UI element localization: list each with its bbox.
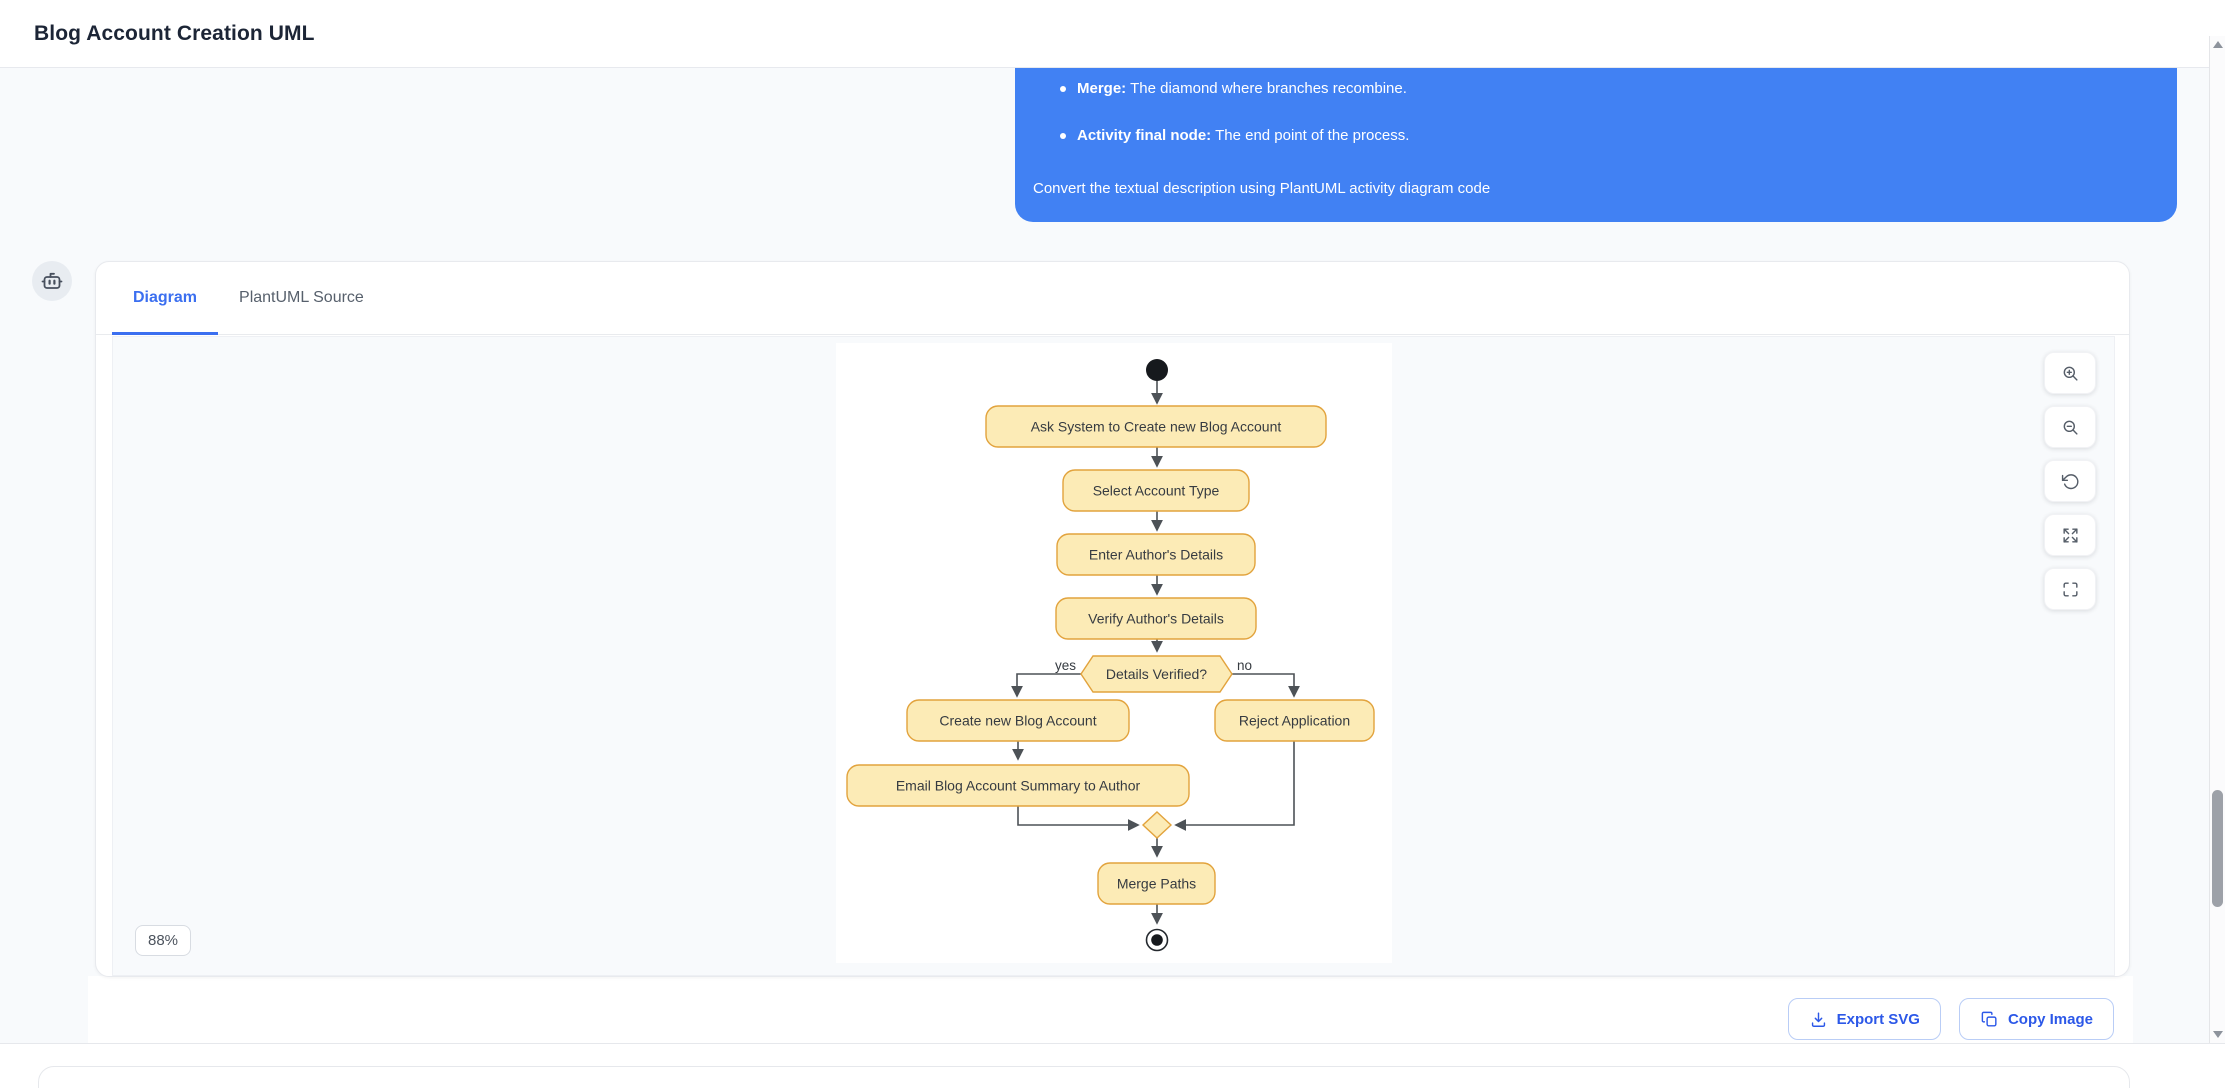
- activity-node: [906, 699, 1130, 742]
- tab-plantuml-source[interactable]: PlantUML Source: [239, 289, 364, 306]
- scroll-down-arrow-icon[interactable]: [2213, 1031, 2223, 1038]
- header-bar: Blog Account Creation UML: [0, 0, 2225, 68]
- node-label: Select Account Type: [1093, 483, 1220, 499]
- assistant-avatar: [32, 261, 72, 301]
- scrollbar[interactable]: [2209, 36, 2225, 1043]
- message-bullet-list: Merge: The diamond where branches recomb…: [1033, 78, 2159, 147]
- activity-node: [1214, 699, 1375, 742]
- activity-node: [846, 764, 1190, 807]
- diagram-canvas[interactable]: Ask System to Create new Blog Account Se…: [836, 343, 1392, 963]
- node-label: Email Blog Account Summary to Author: [896, 778, 1141, 794]
- tab-diagram[interactable]: Diagram: [112, 262, 219, 335]
- copy-image-button[interactable]: Copy Image: [1958, 998, 2114, 1040]
- message-footer-text: Convert the textual description using Pl…: [1033, 180, 1491, 197]
- zoom-in-button[interactable]: [2044, 352, 2096, 394]
- zoom-out-button[interactable]: [2044, 406, 2096, 448]
- bullet-text: The end point of the process.: [1211, 127, 1410, 144]
- activity-node: [1097, 862, 1216, 905]
- reset-view-button[interactable]: [2044, 460, 2096, 502]
- node-label: Enter Author's Details: [1089, 547, 1223, 563]
- edge: [1017, 806, 1140, 831]
- node-label: Reject Application: [1239, 713, 1350, 729]
- activity-node: [1062, 469, 1250, 512]
- user-message-bubble: Merge: The diamond where branches recomb…: [1015, 68, 2177, 222]
- fullscreen-button[interactable]: [2044, 568, 2096, 610]
- bullet-term: Merge:: [1077, 80, 1127, 97]
- magnifier-minus-icon: [2063, 420, 2078, 435]
- message-actions: Export SVG Copy Image: [1787, 998, 2114, 1040]
- bullet-term: Activity final node:: [1077, 127, 1212, 144]
- export-svg-label: Export SVG: [1836, 1010, 1920, 1028]
- magnifier-plus-icon: [2063, 366, 2078, 381]
- zoom-level-badge: 88%: [135, 925, 192, 956]
- edge-no: [1232, 673, 1300, 698]
- list-item: Merge: The diamond where branches recomb…: [1060, 78, 2159, 100]
- end-node-core: [1151, 934, 1163, 946]
- diagram-card: Diagram PlantUML Source: [95, 261, 2130, 977]
- list-item: Activity final node: The end point of th…: [1060, 125, 2159, 147]
- node-label: Ask System to Create new Blog Account: [1031, 419, 1282, 435]
- node-label: Verify Author's Details: [1088, 611, 1224, 627]
- decision-label: Details Verified?: [1106, 666, 1207, 682]
- scroll-up-arrow-icon[interactable]: [2213, 41, 2223, 48]
- page-title: Blog Account Creation UML: [34, 21, 315, 45]
- start-node: [1146, 359, 1168, 381]
- download-icon: [1811, 1011, 1825, 1027]
- activity-node: [985, 405, 1327, 448]
- copy-icon: [1981, 1011, 1997, 1027]
- rotate-ccw-icon: [2061, 473, 2079, 489]
- node-label: Create new Blog Account: [939, 713, 1096, 729]
- activity-node: [1055, 597, 1257, 640]
- viewport-controls: [2044, 352, 2096, 610]
- branch-label-no: no: [1237, 658, 1252, 673]
- tab-bar: Diagram PlantUML Source: [96, 262, 2129, 335]
- export-svg-button[interactable]: Export SVG: [1787, 998, 1941, 1040]
- expand-button[interactable]: [2044, 514, 2096, 556]
- decision-node: [1080, 655, 1233, 693]
- section-divider: [0, 1043, 2225, 1044]
- activity-node: [1056, 533, 1256, 576]
- message-input[interactable]: [38, 1066, 2130, 1088]
- expand-arrows-icon: [2062, 527, 2078, 543]
- branch-label-yes: yes: [1055, 658, 1076, 673]
- node-label: Merge Paths: [1117, 876, 1196, 892]
- compose-area: [0, 1044, 2225, 1088]
- scrollbar-thumb[interactable]: [2212, 790, 2223, 907]
- edge-yes: [1011, 673, 1081, 698]
- diagram-viewport[interactable]: Ask System to Create new Blog Account Se…: [112, 336, 2115, 976]
- edge: [1174, 741, 1295, 831]
- copy-image-label: Copy Image: [2007, 1010, 2093, 1028]
- fullscreen-brackets-icon: [2062, 581, 2078, 597]
- activity-diagram: Ask System to Create new Blog Account Se…: [846, 359, 1375, 952]
- robot-icon: [41, 272, 63, 289]
- bullet-text: The diamond where branches recombine.: [1126, 80, 1407, 97]
- merge-diamond: [1141, 811, 1173, 839]
